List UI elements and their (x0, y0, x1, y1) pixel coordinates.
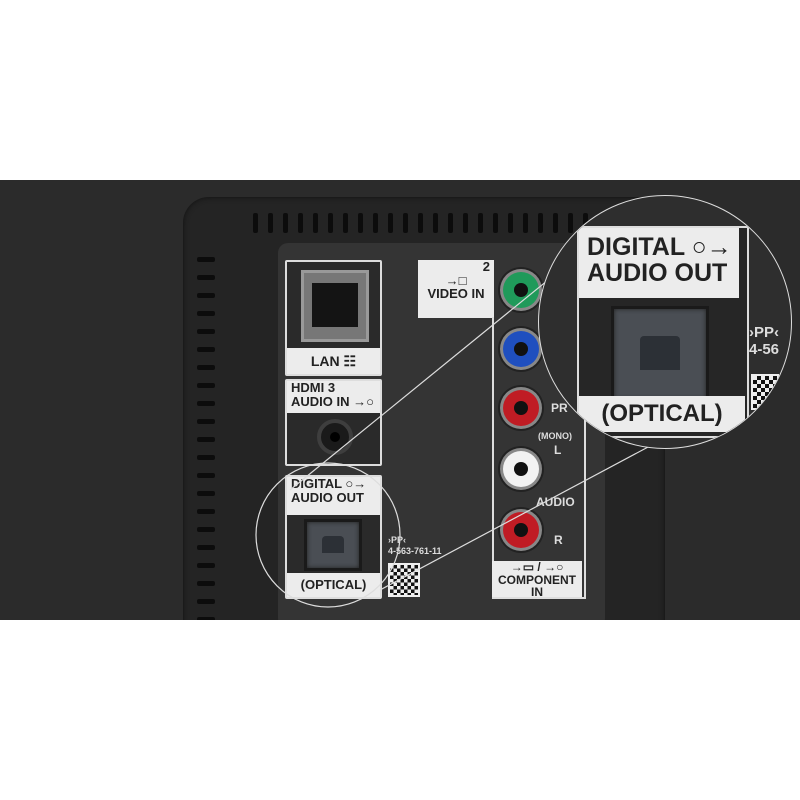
vent-slot (253, 213, 258, 233)
optical-label: (OPTICAL) (287, 573, 380, 597)
vent-slot (197, 545, 215, 550)
output-arrow-icon: ○→ (345, 476, 367, 491)
vent-slot (197, 581, 215, 586)
magnifier-guide-lines (255, 249, 681, 608)
pr-jack-red[interactable] (503, 390, 539, 426)
vent-slot (197, 599, 215, 604)
audio-l-jack-white[interactable] (503, 451, 539, 487)
magnified-qr-code (751, 374, 779, 410)
vent-slot (373, 213, 378, 233)
vent-slot (197, 311, 215, 316)
vent-slot (433, 213, 438, 233)
lan-label: LAN ☷ (287, 348, 380, 374)
vent-slot (283, 213, 288, 233)
magnified-model-info: ›PP‹4-56 (749, 324, 780, 358)
magnifier-circle: DIGITAL ○→AUDIO OUT (OPTICAL) ›PP‹4-56 (538, 195, 792, 449)
vent-slot (343, 213, 348, 233)
vent-slot (553, 213, 558, 233)
vent-slot (197, 527, 215, 532)
vent-slot (493, 213, 498, 233)
vent-slot (197, 473, 215, 478)
vent-slot (403, 213, 408, 233)
audio-label: AUDIO (536, 495, 575, 509)
magnified-digital-audio-out-label: DIGITAL ○→AUDIO OUT (579, 228, 739, 298)
vent-slot (358, 213, 363, 233)
vent-slot (197, 509, 215, 514)
audio-r-jack-red[interactable] (503, 512, 539, 548)
vent-slot (197, 617, 215, 620)
optical-port[interactable] (304, 519, 362, 571)
vent-slot (478, 213, 483, 233)
vent-slot (197, 347, 215, 352)
magnified-optical-label: (OPTICAL) (579, 396, 745, 432)
vent-slot (197, 455, 215, 460)
vent-slot (197, 383, 215, 388)
vent-slot (463, 213, 468, 233)
video-in-label: 2 →□ VIDEO IN (418, 260, 494, 318)
component-icon: →▭ (510, 560, 535, 574)
vent-slot (197, 365, 215, 370)
input-arrow-icon: →○ (544, 560, 564, 574)
digital-audio-out-label: DIGITAL ○→AUDIO OUT (287, 477, 380, 515)
lan-port-box: LAN ☷ (285, 260, 382, 376)
vent-slot (197, 419, 215, 424)
output-arrow-icon: ○→ (691, 233, 732, 261)
vent-slot (508, 213, 513, 233)
digital-audio-out-box: DIGITAL ○→AUDIO OUT (OPTICAL) (285, 475, 382, 599)
mono-label: (MONO) (538, 431, 572, 441)
small-highlight-circle (255, 462, 401, 608)
qr-code (388, 563, 420, 597)
pb-jack-blue[interactable] (503, 331, 539, 367)
input-arrow-icon: →○ (353, 393, 374, 409)
vent-slot (197, 329, 215, 334)
audio-in-jack[interactable] (317, 419, 353, 455)
input-arrow-icon: →□ (445, 272, 467, 288)
lan-port[interactable] (301, 270, 369, 342)
vent-slot (418, 213, 423, 233)
vent-slot (523, 213, 528, 233)
vent-slot (197, 563, 215, 568)
component-in-label: →▭ / →○ COMPONENT IN (492, 560, 582, 599)
vent-slot (568, 213, 573, 233)
vent-slot (197, 257, 215, 262)
vent-slot (448, 213, 453, 233)
vent-slot (388, 213, 393, 233)
vent-slot (197, 293, 215, 298)
vent-slot (313, 213, 318, 233)
vent-slot (328, 213, 333, 233)
component-box (492, 317, 586, 599)
vent-slot (197, 437, 215, 442)
model-info: ›PP‹4-563-761-11 (388, 535, 442, 556)
l-label: L (554, 443, 562, 457)
magnified-optical-port (611, 306, 709, 402)
vent-slot (197, 491, 215, 496)
vent-slot (197, 275, 215, 280)
vent-slot (538, 213, 543, 233)
r-label: R (554, 533, 563, 547)
network-icon: ☷ (343, 353, 357, 369)
vent-slot (298, 213, 303, 233)
vent-slot (197, 401, 215, 406)
pr-label: PR (551, 401, 568, 415)
vent-slot (268, 213, 273, 233)
